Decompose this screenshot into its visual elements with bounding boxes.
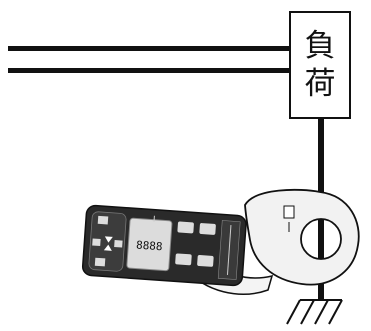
- load-box: 負 荷: [289, 11, 351, 119]
- power-button-icon[interactable]: [197, 255, 214, 267]
- pad-key-top[interactable]: [98, 216, 109, 225]
- wire-in-clamp: [318, 219, 324, 259]
- load-char-1: 負: [305, 27, 336, 65]
- pad-key-left[interactable]: [92, 238, 100, 246]
- supply-wire-upper: [8, 46, 291, 51]
- jaw-marker-icon: [284, 206, 294, 218]
- pad-key-right[interactable]: [114, 240, 122, 248]
- lcd-digits: 8888: [136, 239, 163, 254]
- ground-symbol-icon: [287, 300, 342, 324]
- load-char-2: 荷: [305, 65, 336, 103]
- hold-button-icon[interactable]: [177, 221, 194, 233]
- range-button-icon[interactable]: [175, 253, 192, 265]
- light-button-icon[interactable]: [199, 223, 216, 235]
- pad-key-bottom[interactable]: [95, 258, 106, 267]
- supply-wire-lower: [8, 68, 291, 73]
- clamp-meter: 8888: [82, 190, 359, 294]
